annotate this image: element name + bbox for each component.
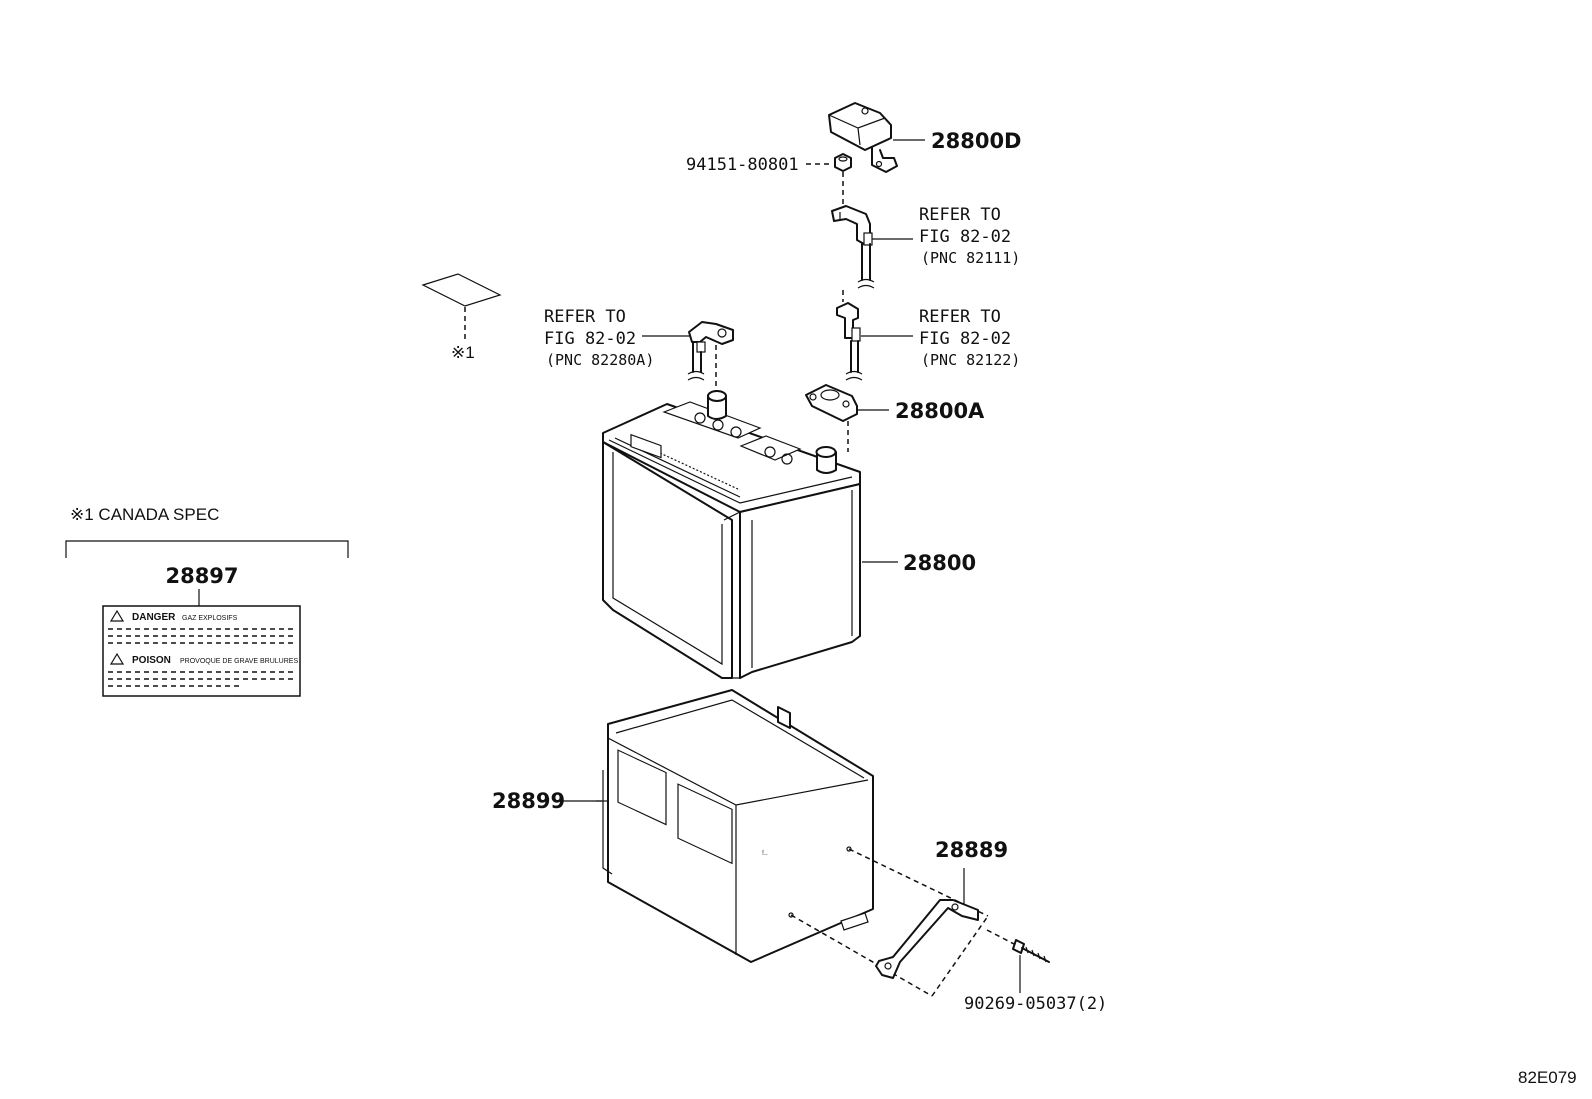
callout-94151-80801[interactable]: 94151-80801 xyxy=(686,155,799,175)
refer-note-1-line3: (PNC 82111) xyxy=(921,249,1020,267)
callout-28800A[interactable]: 28800A xyxy=(895,399,985,423)
refer-note-3-line1: REFER TO xyxy=(544,307,626,327)
refer-note-2-line3: (PNC 82122) xyxy=(921,351,1020,369)
label-sheet-part: ※1 xyxy=(421,273,502,362)
refer-note-3-line3: (PNC 82280A) xyxy=(546,351,654,369)
refer-note-1-line2[interactable]: FIG 82-02 xyxy=(919,227,1011,247)
label-sheet-outline xyxy=(421,273,502,307)
diagram-code: 82E079 xyxy=(1518,1068,1577,1087)
canada-spec-bracket xyxy=(65,540,349,558)
clamp-bracket-part: 28889 xyxy=(790,838,1008,997)
warning-triangle-icon xyxy=(109,652,125,665)
refer-note-1-line1: REFER TO xyxy=(919,205,1001,225)
bolt-part: 90269-05037(2) xyxy=(964,929,1107,1014)
label-poison-subtext: PROVOQUE DE GRAVE BRULURES xyxy=(180,658,298,665)
callout-28889[interactable]: 28889 xyxy=(935,838,1008,862)
callout-90269-05037[interactable]: 90269-05037(2) xyxy=(964,994,1107,1014)
callout-28800D[interactable]: 28800D xyxy=(931,129,1022,153)
canada-spec-heading: ※1 CANADA SPEC xyxy=(70,505,219,524)
positive-clamp-part: 28800A xyxy=(805,290,985,452)
label-poison-text: POISON xyxy=(132,655,171,666)
refer-note-2-line1: REFER TO xyxy=(919,307,1001,327)
caution-label-part: DANGER GAZ EXPLOSIFS POISON PROVOQUE DE … xyxy=(102,605,301,697)
refer-note-2-line2[interactable]: FIG 82-02 xyxy=(919,329,1011,349)
battery-tray-part: !.. 28899 xyxy=(492,689,874,963)
negative-cable-part: REFER TO FIG 82-02 (PNC 82111) xyxy=(831,205,1020,289)
refer-note-3-line2[interactable]: FIG 82-02 xyxy=(544,329,636,349)
caution-label-outline xyxy=(102,605,301,697)
negative-terminal-part: REFER TO FIG 82-02 (PNC 82122) xyxy=(836,302,1020,381)
canada-spec-block: ※1 CANADA SPEC 28897 DANGER GAZ EXPLOSIF… xyxy=(65,505,349,697)
callout-28897[interactable]: 28897 xyxy=(165,564,238,588)
label-danger-subtext: GAZ EXPLOSIFS xyxy=(182,615,238,622)
label-danger-text: DANGER xyxy=(132,612,176,623)
nut-part: 94151-80801 xyxy=(686,153,852,207)
positive-cable-part: REFER TO FIG 82-02 (PNC 82280A) xyxy=(544,307,734,395)
callout-28800[interactable]: 28800 xyxy=(903,551,976,575)
callout-28899[interactable]: 28899 xyxy=(492,789,565,813)
battery-cover-part: 28800D xyxy=(828,102,1022,173)
svg-text:!..: !.. xyxy=(762,850,768,857)
callout-canada-marker[interactable]: ※1 xyxy=(451,343,475,362)
warning-triangle-icon xyxy=(109,609,125,622)
battery-part: 28800 xyxy=(602,390,976,679)
